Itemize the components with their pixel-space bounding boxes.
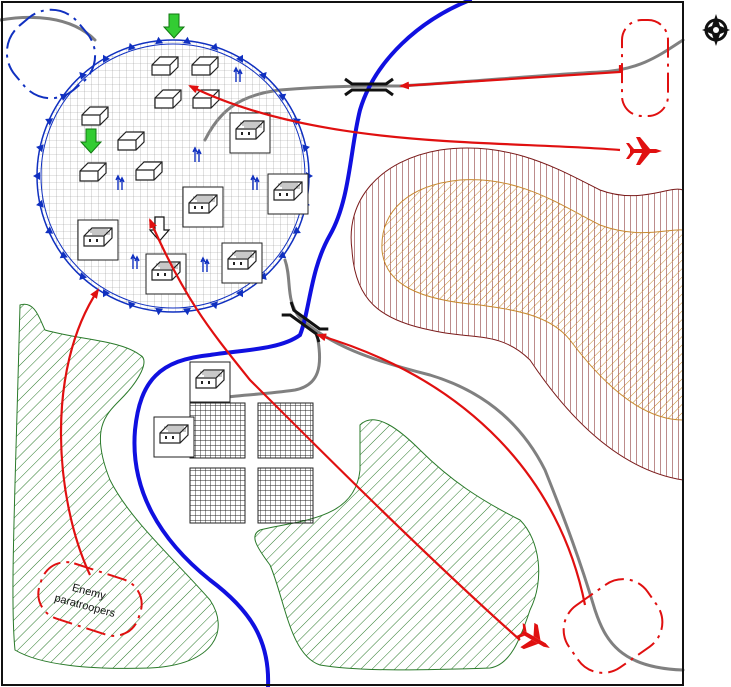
perimeter-tooth: [155, 36, 164, 45]
forest-area-west: [12, 303, 219, 669]
perimeter-tooth: [292, 226, 301, 234]
perimeter-tooth: [128, 42, 136, 51]
perimeter-tooth: [128, 301, 136, 310]
perimeter-tooth: [210, 42, 218, 51]
enemy-paratroopers-zone: [37, 561, 143, 637]
perimeter-tooth: [79, 272, 87, 281]
perimeter-tooth: [182, 307, 191, 316]
supply-drop-arrow-icon: [162, 13, 186, 39]
north-compass-icon: [702, 14, 730, 46]
friendly-units: [115, 66, 260, 272]
forest-area-south: [254, 419, 540, 671]
perimeter-tooth: [278, 250, 287, 259]
bridge-north-icon: [344, 77, 394, 97]
perimeter-tooth: [236, 54, 243, 63]
perimeter-tooth: [33, 172, 40, 180]
perimeter-tooth: [36, 144, 44, 153]
perimeter-tooth: [182, 36, 191, 45]
perimeter-tooth: [36, 199, 44, 208]
enemy-attack-arrows: [59, 65, 622, 641]
map-frame: [1, 1, 684, 686]
perimeter-tooth: [259, 71, 267, 80]
supply-drop-arrow-icon: [79, 128, 103, 154]
perimeter-tooth: [236, 289, 243, 298]
perimeter-tooth: [278, 93, 287, 102]
farm-fields: [189, 402, 314, 524]
river: [132, 0, 472, 687]
enemy-zone-se: [562, 578, 664, 674]
perimeter-tooth: [45, 118, 54, 126]
perimeter-tooth: [45, 226, 54, 234]
perimeter-tooth: [302, 144, 310, 153]
perimeter-tooth: [155, 307, 164, 316]
perimeter-tooth: [59, 250, 68, 259]
friendly-zone-nw: [5, 8, 97, 100]
perimeter-tooth: [103, 54, 110, 63]
perimeter-tooth: [103, 289, 110, 298]
perimeter-tooth: [79, 71, 87, 80]
perimeter-tooth: [210, 301, 218, 310]
enemy-zone-ne: [621, 19, 669, 117]
